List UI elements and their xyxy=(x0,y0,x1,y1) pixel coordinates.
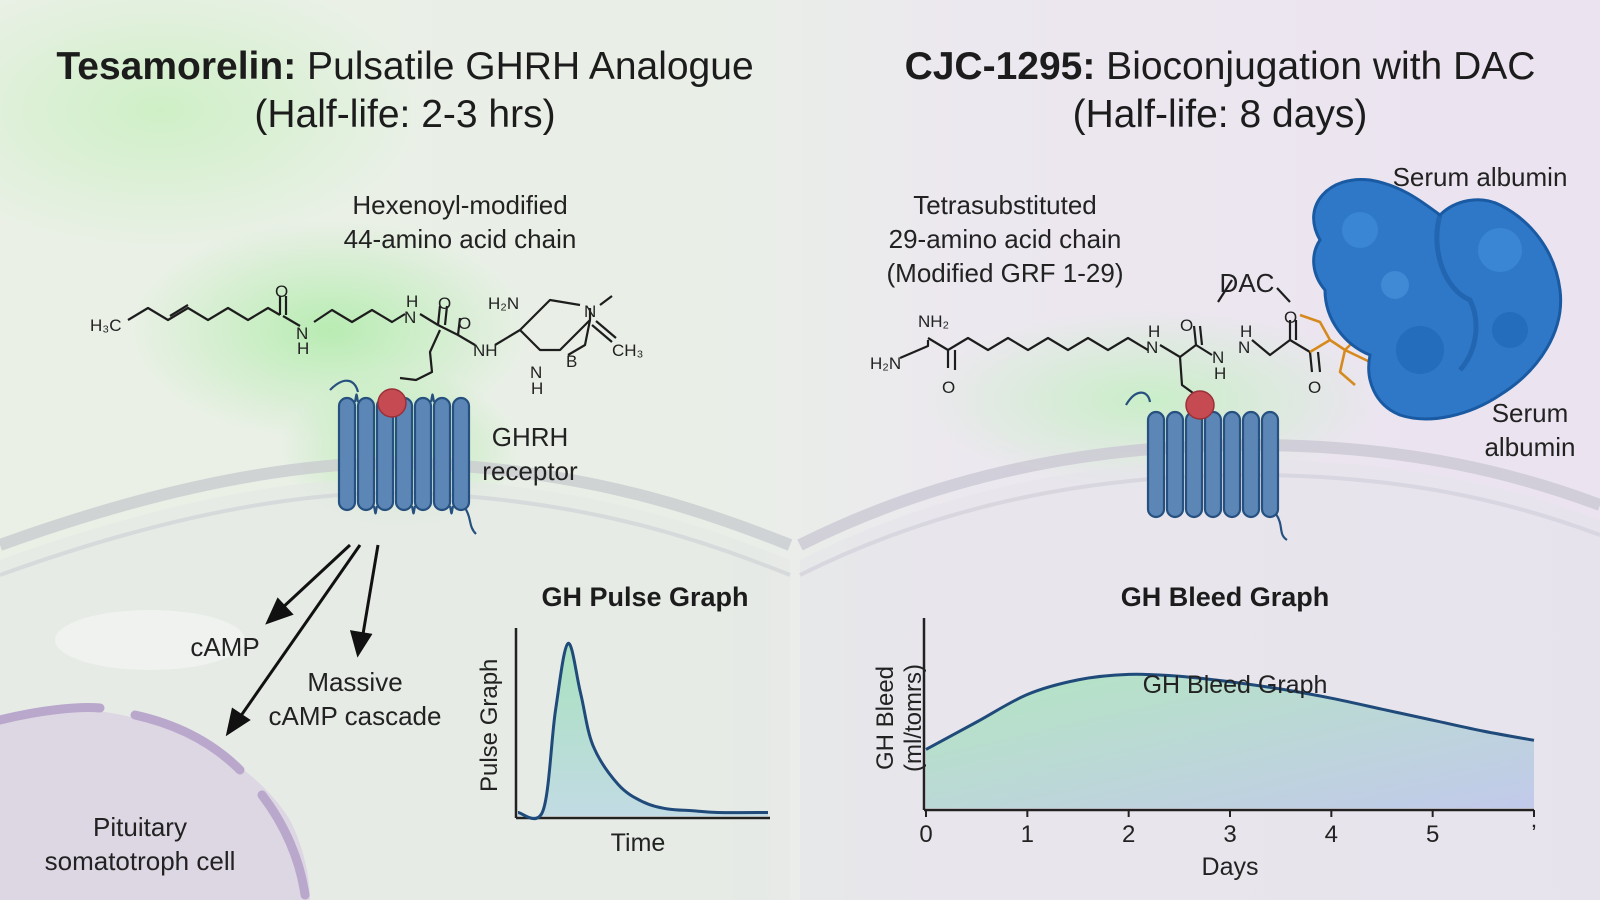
bleed-annotation: GH Bleed Graph xyxy=(1142,671,1328,699)
signal-arrows xyxy=(225,543,380,737)
ghrh-receptor-line2: receptor xyxy=(482,456,578,486)
chem-n4: N xyxy=(530,363,543,382)
chem-h1: H xyxy=(297,339,310,358)
bleed-x-tick-label: 0 xyxy=(919,821,932,848)
chem-r-h2n: H₂N xyxy=(870,354,902,373)
pulse-line xyxy=(517,641,769,821)
chem-h3c: H₃C xyxy=(90,316,122,335)
chem-r-o4: O xyxy=(1308,378,1322,397)
serum-albumin-label: Serum albumin xyxy=(1470,396,1590,464)
camp-label: cAMP xyxy=(190,632,260,662)
right-title: CJC-1295: Bioconjugation with DAC xyxy=(850,44,1590,90)
ligand-binding-site xyxy=(377,388,407,418)
bleed-x-tick-label: 1 xyxy=(1021,821,1034,848)
right-chain-line2: 29-amino acid chain xyxy=(888,224,1122,254)
left-chain-line1: Hexenoyl-modified xyxy=(352,190,568,220)
bleed-graph: 0 1 2 3 4 5 ʼ xyxy=(919,618,1537,848)
chem-b: B xyxy=(566,352,578,371)
chem-o2: O xyxy=(438,294,452,313)
left-title-bold: Tesamorelin: xyxy=(56,45,297,88)
chem-r-o1: O xyxy=(942,378,956,397)
pituitary-cell-line1: Pituitary xyxy=(93,812,187,842)
chem-r-h3: H xyxy=(1240,322,1253,341)
chem-r-h1: H xyxy=(1148,322,1161,341)
cjc-molecule xyxy=(899,279,1322,399)
bleed-x-tick-label: ʼ xyxy=(1531,821,1536,848)
tesamorelin-molecule xyxy=(127,295,617,382)
chem-r-o3: O xyxy=(1284,308,1298,327)
chem-n1: N xyxy=(296,324,309,343)
cjc-binding-site xyxy=(1185,390,1215,420)
left-title: Tesamorelin: Pulsatile GHRH Analogue xyxy=(40,44,770,90)
pulse-graph xyxy=(514,628,770,821)
ghrh-receptor-label: GHRH receptor xyxy=(460,420,600,488)
bleed-xlabel: Days xyxy=(1201,853,1259,881)
bleed-ylabel: GH Bleed (ml/tomrs) xyxy=(872,618,928,818)
chem-n2: N xyxy=(404,308,417,327)
serum-albumin-line2: albumin xyxy=(1484,432,1576,462)
bleed-ylabel-unit: (ml/tomrs) xyxy=(900,664,927,772)
bleed-graph-title: GH Bleed Graph xyxy=(1120,582,1330,612)
camp-cascade-line2: cAMP cascade xyxy=(268,701,442,731)
left-half-life: (Half-life: 2-3 hrs) xyxy=(254,93,556,136)
left-title-rest: Pulsatile GHRH Analogue xyxy=(296,45,754,88)
left-chain-label: Hexenoyl-modified 44-amino acid chain xyxy=(300,188,620,256)
bleed-x-ticks: 0 1 2 3 4 5 ʼ xyxy=(919,810,1537,848)
right-title-rest: Bioconjugation with DAC xyxy=(1095,45,1536,88)
chem-h4: H xyxy=(531,379,544,398)
pulse-xlabel: Time xyxy=(610,829,666,857)
camp-cascade-line1: Massive xyxy=(307,667,403,697)
left-chain-line2: 44-amino acid chain xyxy=(343,224,577,254)
pulse-graph-title: GH Pulse Graph xyxy=(541,582,749,612)
chem-o1: O xyxy=(275,282,289,301)
chem-r-n2: N xyxy=(1212,348,1225,367)
bleed-ylabel-main: GH Bleed xyxy=(872,665,899,771)
bleed-x-tick-label: 2 xyxy=(1122,821,1135,848)
serum-albumin-line1: Serum xyxy=(1491,398,1569,428)
chem-r-n1: N xyxy=(1146,338,1159,357)
chem-h2n: H₂N xyxy=(488,294,520,313)
right-chain-line3: (Modified GRF 1-29) xyxy=(886,258,1124,288)
pulse-area xyxy=(518,643,768,819)
right-title-bold: CJC-1295: xyxy=(904,45,1096,88)
right-chain-line1: Tetrasubstituted xyxy=(913,190,1097,220)
dac-label: DAC xyxy=(1219,268,1275,298)
serum-albumin-top-label: Serum albumin xyxy=(1392,162,1568,192)
right-half-life: (Half-life: 8 days) xyxy=(1072,93,1368,136)
right-chain-label: Tetrasubstituted 29-amino acid chain (Mo… xyxy=(860,188,1150,290)
pituitary-cell-line2: somatotroph cell xyxy=(44,846,236,876)
chem-o3: O xyxy=(458,314,472,333)
chem-r-n3: N xyxy=(1238,338,1251,357)
serum-albumin-graphic xyxy=(1312,177,1563,421)
pituitary-cell-label: Pituitary somatotroph cell xyxy=(20,810,260,878)
camp-cascade-label: Massive cAMP cascade xyxy=(255,665,455,733)
bleed-area xyxy=(926,674,1534,808)
chem-r-h2: H xyxy=(1214,364,1227,383)
chem-ch3: CH₃ xyxy=(612,341,644,360)
chem-nh: NH xyxy=(473,341,498,360)
bleed-x-tick-label: 4 xyxy=(1325,821,1338,848)
bleed-x-tick-label: 3 xyxy=(1223,821,1236,848)
chem-r-nh2: NH₂ xyxy=(918,312,950,331)
chem-r-o2: O xyxy=(1180,316,1194,335)
pulse-ylabel: Pulse Graph xyxy=(476,658,503,792)
ghrh-receptor-line1: GHRH xyxy=(491,422,569,452)
chem-n3: N xyxy=(584,302,597,321)
chem-h2: H xyxy=(406,292,419,311)
cjc-receptor-graphic xyxy=(1125,391,1288,541)
bleed-x-tick-label: 5 xyxy=(1426,821,1439,848)
bleed-line xyxy=(925,672,1535,751)
